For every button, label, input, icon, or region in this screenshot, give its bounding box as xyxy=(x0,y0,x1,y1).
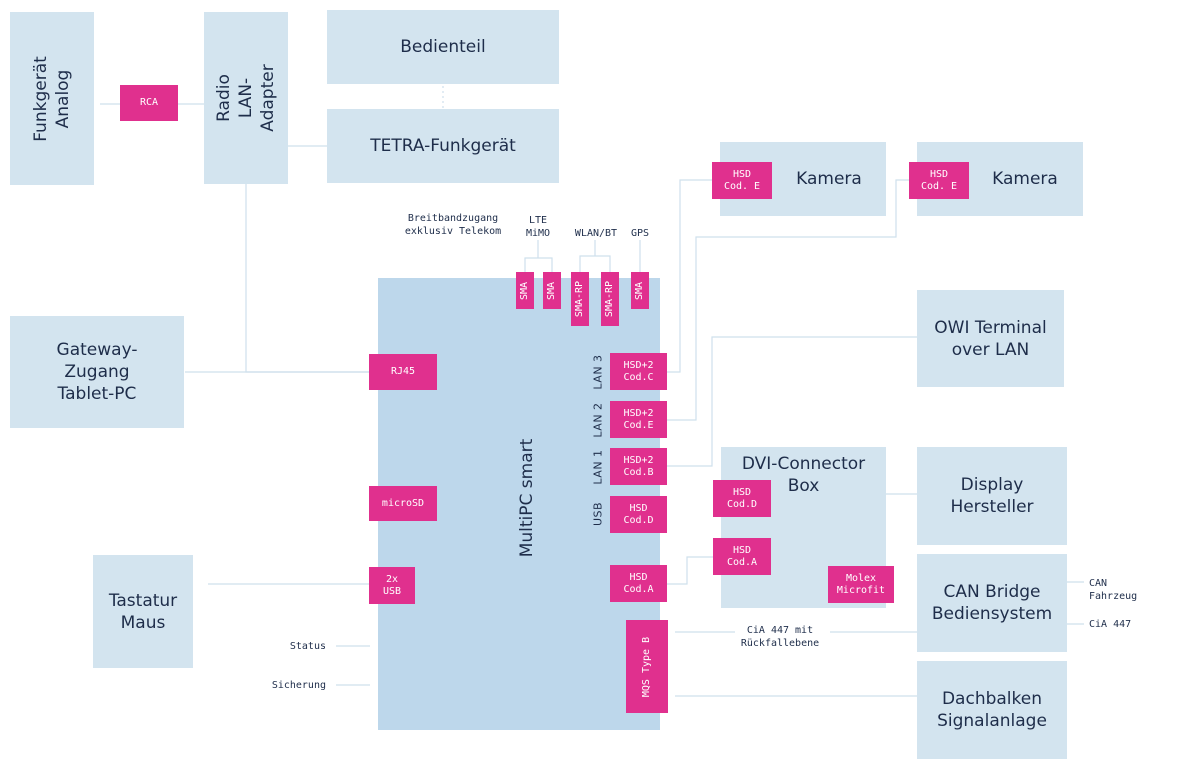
connector-hsd2-codc: HSD+2 Cod.C xyxy=(610,353,667,390)
label-status: Status xyxy=(289,641,326,652)
label-usb: USB xyxy=(591,501,605,527)
box-dvi-connector-label: DVI-Connector Box xyxy=(741,454,866,496)
label-cia447: CiA 447 xyxy=(1089,619,1132,630)
label-breitband: Breitbandzugang exklusiv Telekom xyxy=(404,213,502,237)
box-kamera-1-label: Kamera xyxy=(796,169,862,189)
label-sicherung: Sicherung xyxy=(271,680,326,691)
box-funkgeraet-analog-label: Funkgerät Analog xyxy=(31,55,74,142)
box-radio-lan-adapter: Radio LAN-Adapter xyxy=(204,12,288,184)
connector-sma-3: SMA xyxy=(631,272,649,309)
label-can-fahrzeug: CAN Fahrzeug xyxy=(1089,578,1138,602)
connector-hsd-code-cam2: HSD Cod. E xyxy=(909,162,969,199)
connector-rj45: RJ45 xyxy=(369,354,437,390)
connector-hsd2-codb: HSD+2 Cod.B xyxy=(610,448,667,485)
wire-lan1-owi xyxy=(667,336,918,467)
connector-sma-2: SMA xyxy=(543,272,561,309)
wire-lte xyxy=(524,257,553,273)
label-lan1: LAN 1 xyxy=(591,449,605,485)
connector-mqs-type-b: MQS Type B xyxy=(626,620,668,713)
connector-sma-1: SMA xyxy=(516,272,534,309)
connector-molex-microfit: Molex Microfit xyxy=(828,566,894,603)
connector-hsd-code-cam1: HSD Cod. E xyxy=(712,162,772,199)
connector-microsd: microSD xyxy=(369,486,437,521)
box-dachbalken: Dachbalken Signalanlage xyxy=(917,661,1067,759)
box-kamera-2-label: Kamera xyxy=(992,169,1058,189)
box-gateway-label: Gateway- Zugang Tablet-PC xyxy=(56,340,138,404)
box-display-hersteller-label: Display Hersteller xyxy=(950,475,1034,517)
wire-coda-dvi xyxy=(667,556,714,585)
label-lan3: LAN 3 xyxy=(591,354,605,390)
box-tetra-funkgeraet: TETRA-Funkgerät xyxy=(327,109,559,183)
label-lan2: LAN 2 xyxy=(591,402,605,438)
box-can-bridge: CAN Bridge Bediensystem xyxy=(917,554,1067,652)
label-gps: GPS xyxy=(630,228,650,239)
connector-sma-rp-1: SMA-RP xyxy=(571,272,589,326)
label-wlan: WLAN/BT xyxy=(574,228,618,239)
connector-hsd-codd-main: HSD Cod.D xyxy=(610,496,667,533)
box-can-bridge-label: CAN Bridge Bediensystem xyxy=(931,582,1053,624)
wire-lan2-cam2 xyxy=(667,179,910,421)
wire-adapter-rj45 xyxy=(245,184,370,373)
connector-rca: RCA xyxy=(120,85,178,121)
box-bedienteil-label: Bedienteil xyxy=(400,37,486,57)
connector-usb-2x: 2x USB xyxy=(369,567,415,604)
label-cia-rueckfallebene: CiA 447 mit Rückfallebene xyxy=(740,625,820,649)
label-lte: LTE MiMO xyxy=(525,215,551,239)
connector-hsd-codd-dvi: HSD Cod.D xyxy=(713,480,771,517)
wire-lan3-cam1 xyxy=(667,179,712,373)
box-radio-lan-adapter-label: Radio LAN-Adapter xyxy=(214,64,278,132)
box-dachbalken-label: Dachbalken Signalanlage xyxy=(937,689,1047,731)
box-display-hersteller: Display Hersteller xyxy=(917,447,1067,545)
box-tastatur-maus: Tastatur Maus xyxy=(93,555,193,668)
connector-hsd-coda-dvi: HSD Cod.A xyxy=(713,538,771,575)
box-funkgeraet-analog: Funkgerät Analog xyxy=(10,12,94,185)
box-tastatur-maus-label: Tastatur Maus xyxy=(108,590,178,633)
connector-hsd2-code: HSD+2 Cod.E xyxy=(610,401,667,438)
connector-hsd-coda-main: HSD Cod.A xyxy=(610,565,667,602)
box-gateway: Gateway- Zugang Tablet-PC xyxy=(10,316,184,428)
box-bedienteil: Bedienteil xyxy=(327,10,559,84)
box-multipc-smart-label: MultiPC smart xyxy=(517,438,537,558)
box-tetra-funkgeraet-label: TETRA-Funkgerät xyxy=(370,136,516,156)
box-owi-terminal: OWI Terminal over LAN xyxy=(917,290,1064,387)
wire-wlan xyxy=(579,255,611,273)
box-owi-terminal-label: OWI Terminal over LAN xyxy=(934,317,1047,360)
connector-sma-rp-2: SMA-RP xyxy=(601,272,619,326)
